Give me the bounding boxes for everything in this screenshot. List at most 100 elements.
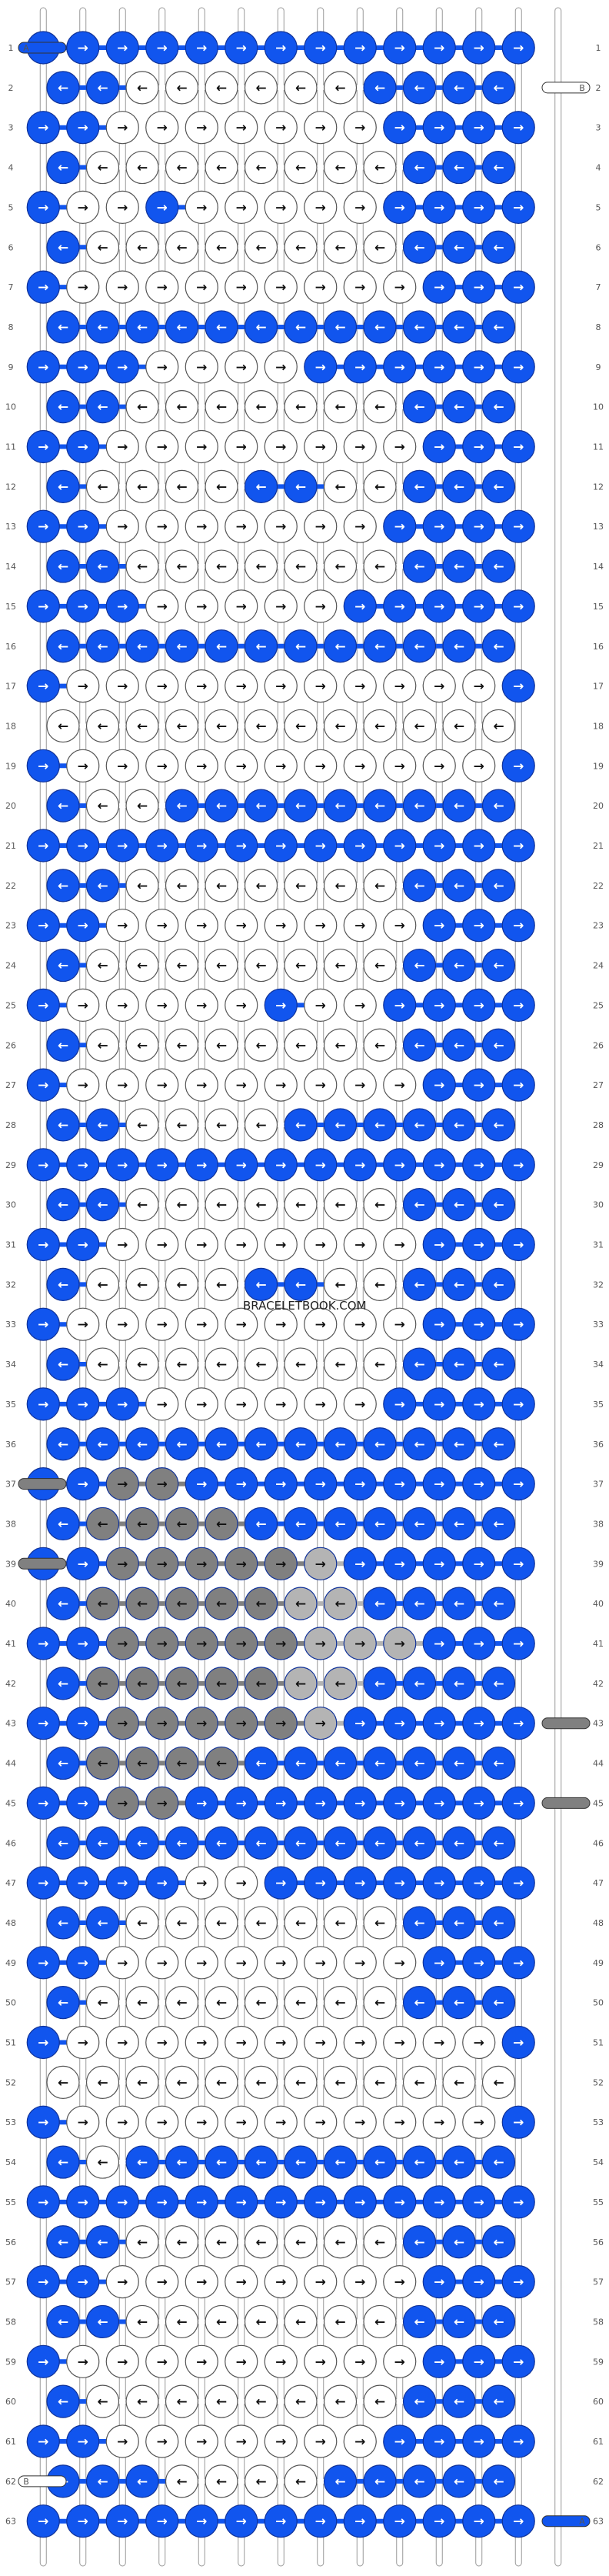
knot[interactable] [363,1427,397,1461]
knot[interactable] [205,1667,238,1700]
knot[interactable] [481,2304,516,2339]
knot[interactable] [264,2025,298,2060]
knot[interactable] [323,948,358,983]
knot[interactable] [363,71,397,105]
knot[interactable] [26,1707,60,1740]
knot[interactable] [145,749,179,782]
knot[interactable] [402,390,437,424]
knot[interactable] [501,2185,535,2219]
knot[interactable] [66,429,100,464]
knot[interactable] [284,1667,318,1700]
knot[interactable] [264,429,298,464]
knot[interactable] [85,1587,120,1620]
knot[interactable] [264,1068,298,1102]
knot[interactable] [304,350,338,384]
knot[interactable] [343,1227,377,1262]
knot[interactable] [46,549,80,583]
knot[interactable] [66,2265,100,2299]
knot[interactable] [284,869,318,903]
knot[interactable] [105,2424,139,2458]
knot[interactable] [105,1946,139,1980]
knot[interactable] [402,1188,437,1222]
knot[interactable] [501,2504,535,2538]
knot[interactable] [422,988,456,1023]
knot[interactable] [165,1347,199,1381]
knot[interactable] [125,549,159,583]
knot[interactable] [501,1227,535,1262]
knot[interactable] [343,190,377,224]
knot[interactable] [244,549,278,583]
knot[interactable] [145,2504,179,2538]
knot[interactable] [442,1188,476,1222]
knot[interactable] [363,1507,397,1541]
knot[interactable] [422,1786,456,1820]
knot[interactable] [304,1547,338,1580]
knot[interactable] [244,71,278,105]
knot[interactable] [185,1786,218,1820]
knot[interactable] [145,1786,179,1820]
knot[interactable] [383,589,417,623]
knot[interactable] [363,2384,397,2418]
knot[interactable] [264,2344,298,2378]
knot[interactable] [304,509,338,543]
knot[interactable] [205,948,238,983]
knot[interactable] [46,789,80,823]
knot[interactable] [145,1467,179,1501]
knot[interactable] [363,2225,397,2259]
knot[interactable] [501,2344,535,2378]
knot[interactable] [46,629,80,663]
knot[interactable] [481,2464,516,2498]
knot[interactable] [85,789,120,823]
knot[interactable] [165,709,199,743]
knot[interactable] [323,1587,358,1620]
knot[interactable] [185,1707,218,1740]
knot[interactable] [46,1188,80,1222]
knot[interactable] [105,31,139,65]
knot[interactable] [481,2225,516,2259]
knot[interactable] [185,111,218,145]
knot[interactable] [26,1148,60,1182]
knot[interactable] [481,1028,516,1062]
knot[interactable] [402,2145,437,2179]
knot[interactable] [383,350,417,384]
knot[interactable] [225,988,258,1023]
knot[interactable] [26,2025,60,2060]
knot[interactable] [105,829,139,863]
knot[interactable] [85,629,120,663]
knot[interactable] [383,1547,417,1580]
knot[interactable] [125,230,159,264]
knot[interactable] [205,1587,238,1620]
knot[interactable] [165,1108,199,1142]
knot[interactable] [323,1267,358,1301]
knot[interactable] [402,2304,437,2339]
knot[interactable] [323,1028,358,1062]
knot[interactable] [145,1866,179,1900]
knot[interactable] [284,629,318,663]
knot[interactable] [383,111,417,145]
knot[interactable] [145,988,179,1023]
knot[interactable] [383,270,417,304]
knot[interactable] [205,390,238,424]
knot[interactable] [402,1986,437,2020]
knot[interactable] [85,1986,120,2020]
knot[interactable] [363,2065,397,2099]
knot[interactable] [205,1986,238,2020]
knot[interactable] [225,429,258,464]
knot[interactable] [105,1627,139,1660]
knot[interactable] [125,1108,159,1142]
knot[interactable] [264,190,298,224]
knot[interactable] [402,2464,437,2498]
knot[interactable] [323,629,358,663]
knot[interactable] [66,829,100,863]
knot[interactable] [383,1307,417,1341]
knot[interactable] [481,469,516,503]
knot[interactable] [442,150,476,185]
knot[interactable] [145,669,179,703]
knot[interactable] [383,509,417,543]
knot[interactable] [165,1267,199,1301]
knot[interactable] [481,150,516,185]
knot[interactable] [363,549,397,583]
knot[interactable] [165,1667,199,1700]
knot[interactable] [304,1227,338,1262]
knot[interactable] [165,789,199,823]
